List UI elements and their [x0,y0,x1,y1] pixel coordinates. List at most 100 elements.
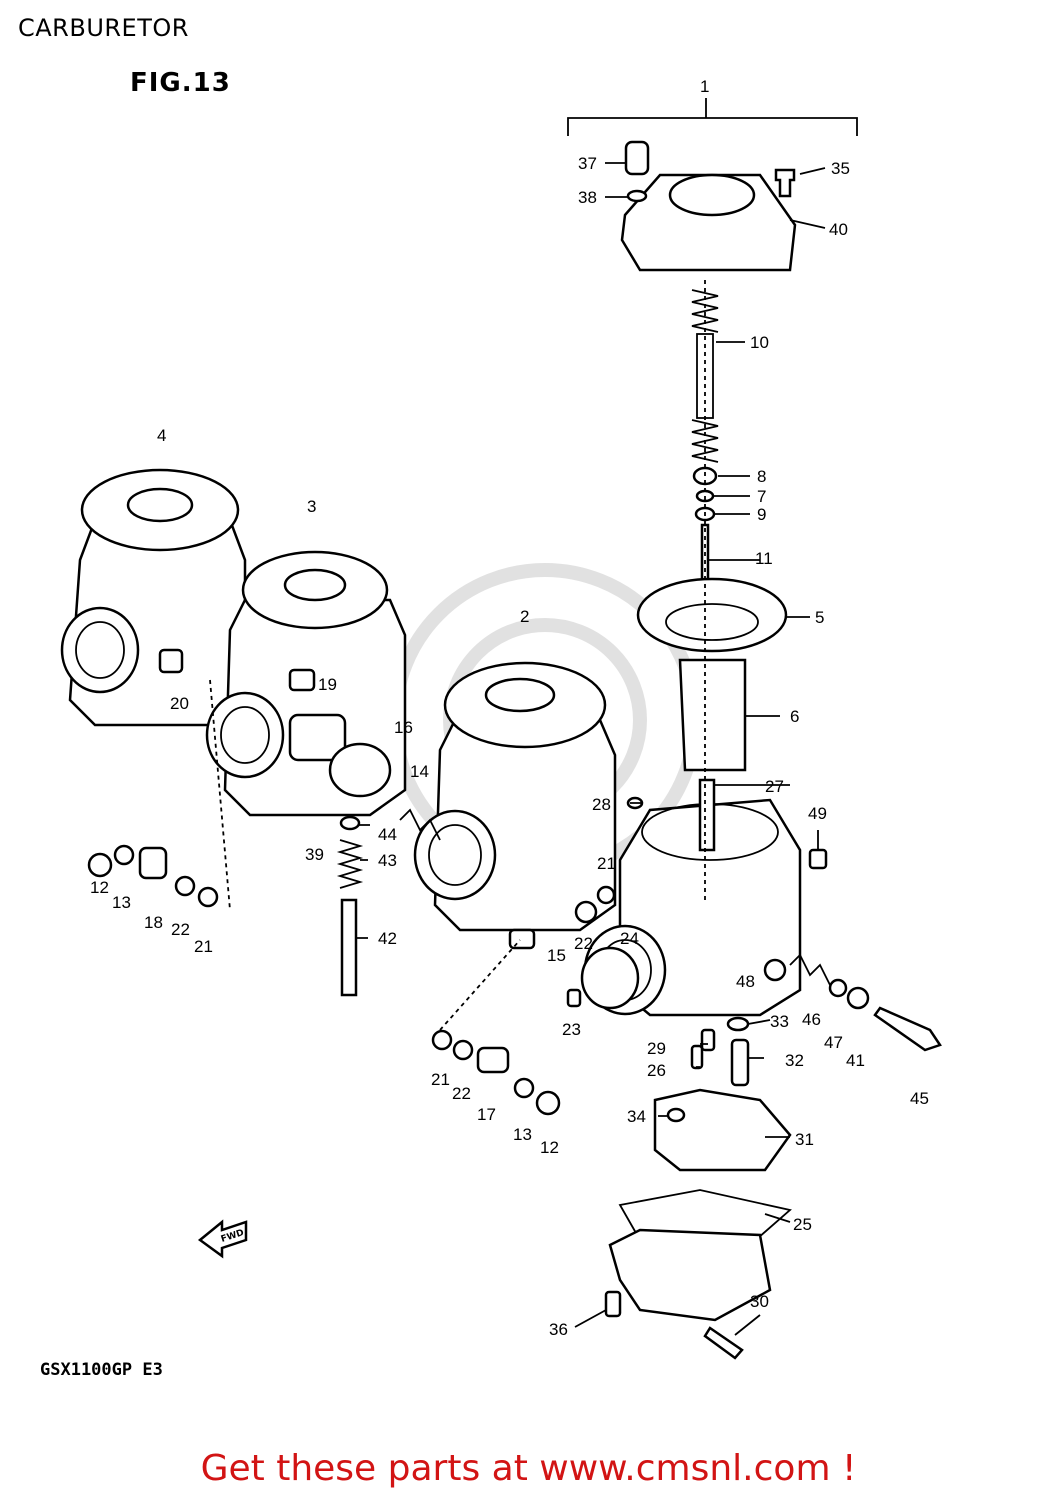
nut-12-lower [535,1090,561,1116]
callout-19: 19 [318,675,337,694]
fitting-15 [508,928,536,950]
callout-38: 38 [578,188,597,207]
lever-16 [328,742,392,798]
callout-22-left: 22 [171,920,190,939]
clip-34 [666,1107,686,1123]
fwd-arrow-icon: FWD [197,1219,248,1259]
callout-18: 18 [144,913,163,932]
callout-22-lower: 22 [452,1084,471,1103]
callout-44: 44 [378,825,397,844]
callout-20: 20 [170,694,189,713]
screw-36 [604,1290,622,1318]
callout-42: 42 [378,929,397,948]
callout-25: 25 [793,1215,812,1234]
float-bowl [608,1228,772,1322]
callout-7: 7 [757,487,766,506]
callout-32: 32 [785,1051,804,1070]
o-ring-33 [726,1016,750,1032]
o-ring-41 [846,986,870,1010]
callout-9: 9 [757,505,766,524]
callout-2: 2 [520,607,529,626]
washer-21-lower [431,1029,453,1051]
callout-27: 27 [765,777,784,796]
washer-21-mid [596,885,616,905]
fitting-19 [288,668,316,692]
washer-13-lower [513,1077,535,1099]
screw-23 [566,988,582,1008]
washer-47 [828,978,848,998]
carburetor-body-4 [60,468,247,727]
callout-1: 1 [700,77,709,96]
leader-lines [356,162,826,1336]
callout-3: 3 [307,497,316,516]
callout-21-lower: 21 [431,1070,450,1089]
callout-22-mid: 22 [574,934,593,953]
callout-10: 10 [750,333,769,352]
float-31 [653,1088,792,1172]
spring-46 [789,953,831,986]
callout-13-left: 13 [112,893,131,912]
needle-jet-27 [698,778,716,852]
callout-39: 39 [305,845,324,864]
screw-35 [774,168,796,198]
callout-33: 33 [770,1012,789,1031]
pilot-screw-45 [873,1006,942,1052]
exploded-parts-diagram: FWD 1 2 3 4 5 6 7 8 9 10 11 12 12 13 13 … [60,77,942,1360]
callout-12-lower: 12 [540,1138,559,1157]
bracket-18 [138,846,168,880]
callout-21-mid: 21 [597,854,616,873]
callout-15: 15 [547,946,566,965]
callout-40: 40 [829,220,848,239]
assembly-bracket-1 [567,98,858,136]
callout-17: 17 [477,1105,496,1124]
seal-48 [763,958,787,982]
callout-46: 46 [802,1010,821,1029]
callout-48: 48 [736,972,755,991]
top-cap [620,173,797,272]
callout-6: 6 [790,707,799,726]
callout-34: 34 [627,1107,646,1126]
bracket-17 [476,1046,510,1074]
spring-43 [336,839,364,889]
callout-24: 24 [620,929,639,948]
callout-31: 31 [795,1130,814,1149]
figure-label: FIG.13 [130,68,231,98]
callout-14: 14 [410,762,429,781]
callout-23: 23 [562,1020,581,1039]
callout-8: 8 [757,467,766,486]
plug-49 [808,848,828,870]
jet-29 [700,1028,716,1052]
washer-13-left [113,844,135,866]
drain-screw-30 [703,1326,744,1360]
callout-16: 16 [394,718,413,737]
model-code: GSX1100GP E3 [40,1360,163,1380]
callout-12-left: 12 [90,878,109,897]
washer-44 [339,815,361,831]
callout-5: 5 [815,608,824,627]
callout-41: 41 [846,1051,865,1070]
fitting-20 [158,648,184,674]
callout-30: 30 [750,1292,769,1311]
callout-28: 28 [592,795,611,814]
callout-4: 4 [157,426,166,445]
cover-24 [580,946,640,1010]
callout-49: 49 [808,804,827,823]
washer-22-lower [452,1039,474,1061]
callout-13-lower: 13 [513,1125,532,1144]
o-ring-38 [626,189,648,203]
diaphragm-5 [636,577,788,653]
callout-21-left: 21 [194,937,213,956]
cap-37 [624,140,650,176]
callout-45: 45 [910,1089,929,1108]
washer-21-left [197,886,219,908]
callout-47: 47 [824,1033,843,1052]
nut-12-left [87,852,113,878]
footer-cta-link[interactable]: Get these parts at www.cmsnl.com ! [200,1448,857,1489]
page-title: CARBURETOR [18,14,189,42]
piston-6 [678,658,747,772]
carburetor-body-2 [413,661,617,932]
screw-42 [340,898,358,997]
spring-14 [399,808,441,841]
callout-26: 26 [647,1061,666,1080]
callout-29: 29 [647,1039,666,1058]
